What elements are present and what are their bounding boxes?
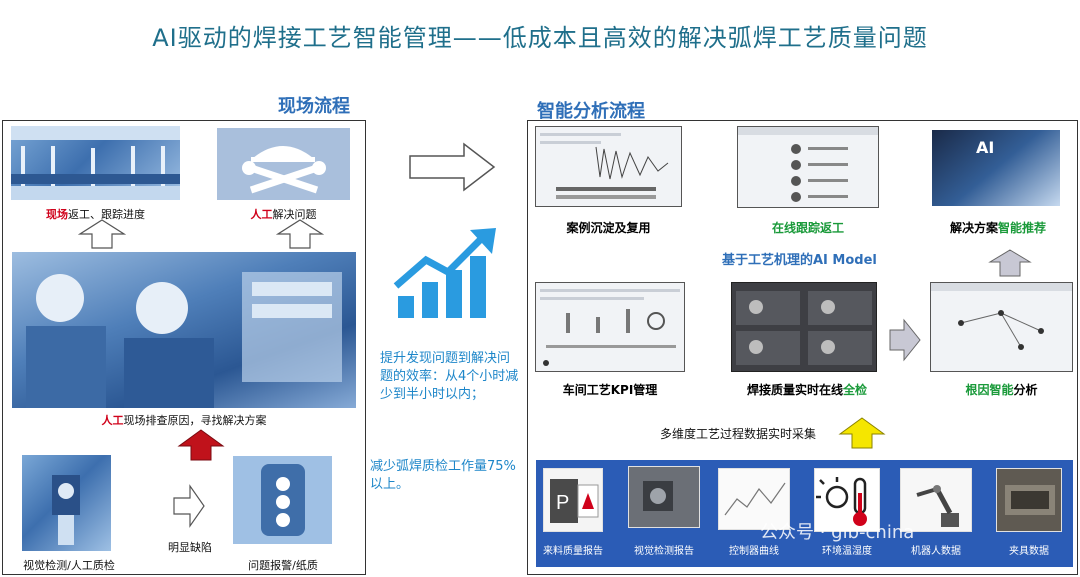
tile-label-robot: 机器人数据 <box>911 546 961 557</box>
caption-kpi-management: 车间工艺KPI管理 <box>562 383 658 397</box>
caption-manual-solve: 人工解决问题 <box>250 208 317 221</box>
efficiency-note: 提升发现问题到解决问题的效率：从4个小时减少到半小时以内； <box>380 351 519 402</box>
page-title: AI驱动的焊接工艺智能管理——低成本且高效的解决弧焊工艺质量问题 <box>152 24 928 52</box>
up-arrow-right <box>276 219 324 249</box>
gray-up-arrow <box>988 249 1032 277</box>
data-collection-label: 多维度工艺过程数据实时采集 <box>660 427 817 441</box>
wrench-helmet-image <box>217 128 350 200</box>
pdf-report-icon: P <box>543 468 603 532</box>
quality-inspection-thumbnail <box>731 282 877 372</box>
caption-solution-recommend: 解决方案智能推荐 <box>949 221 1047 235</box>
right-section-heading: 智能分析流程 <box>537 101 645 122</box>
workload-note: 减少弧焊质检工作量75%以上。 <box>370 459 516 492</box>
right-arrow-defect <box>173 484 205 528</box>
middle-right-arrow <box>409 142 496 192</box>
caption-root-cause: 根因智能分析 <box>965 383 1038 397</box>
caption-onsite-troubleshoot: 人工现场排查原因，寻找解决方案 <box>101 414 267 427</box>
caption-online-tracking: 在线跟踪返工 <box>771 221 844 235</box>
caption-obvious-defect: 明显缺陷 <box>168 541 212 554</box>
up-arrow-left <box>78 219 126 249</box>
root-cause-thumbnail <box>930 282 1073 372</box>
caption-alarm-paper: 问题报警/纸质 <box>248 559 318 572</box>
gray-right-arrow <box>889 318 921 362</box>
thermometer-sun-icon <box>814 468 880 532</box>
yellow-up-arrow <box>838 417 886 449</box>
growth-chart-icon <box>393 228 496 318</box>
phone-icon <box>261 464 305 536</box>
caption-vision-manual: 视觉检测/人工质检 <box>23 559 115 572</box>
robot-arm-icon <box>900 468 972 532</box>
data-sources-bar <box>536 460 1073 567</box>
tile-label-incoming: 来料质量报告 <box>543 546 603 557</box>
workers-inspection-image <box>12 252 356 408</box>
left-section-heading: 现场流程 <box>278 96 350 117</box>
ai-label: AI <box>976 138 995 157</box>
watermark: 公众号 · glb-china <box>760 522 915 543</box>
case-dashboard-thumbnail <box>535 126 682 207</box>
caption-case-reuse: 案例沉淀及复用 <box>566 221 651 235</box>
controller-curve-icon <box>718 468 790 530</box>
tile-label-fixture: 夹具数据 <box>1009 546 1049 557</box>
vision-camera-icon <box>628 466 700 528</box>
tile-label-vision: 视觉检测报告 <box>634 546 694 557</box>
phone-alarm-image <box>233 456 332 544</box>
ai-city-image: AI <box>932 130 1060 206</box>
fixture-icon <box>996 468 1062 532</box>
tile-label-environment: 环境温湿度 <box>822 546 872 557</box>
ai-model-label: 基于工艺机理的AI Model <box>722 253 877 268</box>
tracking-thumbnail <box>737 126 879 208</box>
vision-inspection-image <box>22 455 111 551</box>
caption-realtime-quality: 焊接质量实时在线全检 <box>746 383 868 397</box>
tile-label-controller: 控制器曲线 <box>729 546 779 557</box>
factory-line-image <box>11 126 180 200</box>
caption-rework: 现场返工、跟踪进度 <box>46 208 145 221</box>
red-up-arrow <box>177 429 225 461</box>
wrench-icon <box>242 146 326 194</box>
kpi-dashboard-thumbnail <box>535 282 685 372</box>
svg-text:P: P <box>556 492 569 514</box>
